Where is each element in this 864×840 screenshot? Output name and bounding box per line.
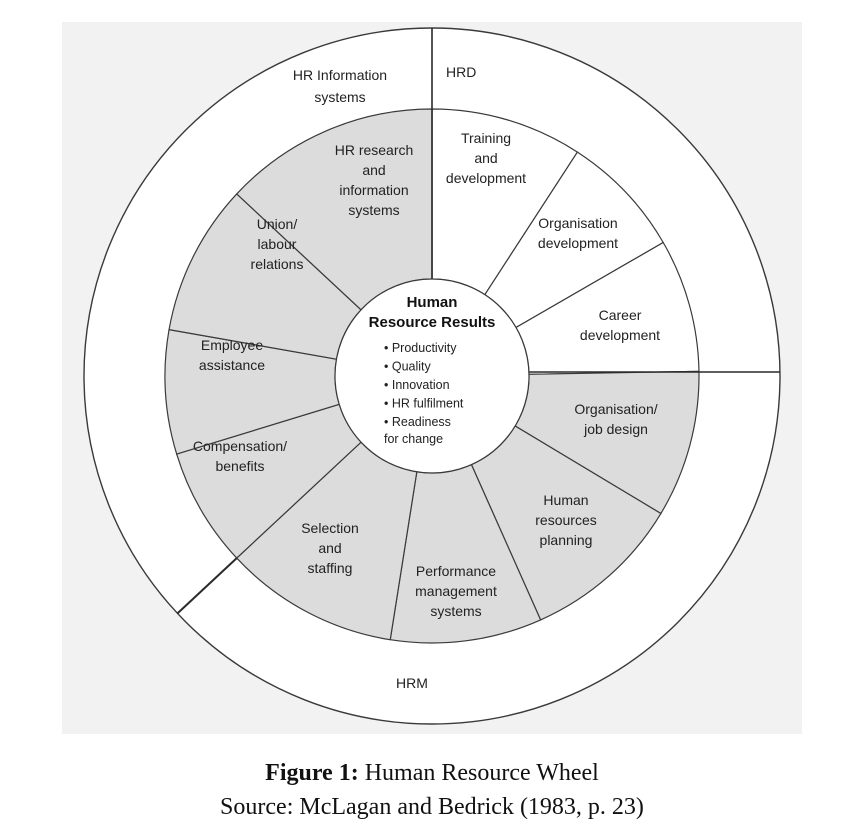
- figure-title: Human Resource Wheel: [358, 760, 599, 786]
- figure-caption: Figure 1: Human Resource Wheel: [0, 760, 864, 787]
- outer-label-hrd: HRD: [446, 64, 476, 80]
- ring-dividers: [176, 28, 780, 615]
- outer-label-hrm: HRM: [396, 675, 428, 691]
- center-bullet-1: • Quality: [384, 360, 432, 374]
- figure-source: Source: McLagan and Bedrick (1983, p. 23…: [220, 794, 644, 820]
- center-bullet-3: • HR fulfilment: [384, 397, 464, 411]
- figure-label: Figure 1:: [265, 760, 359, 786]
- segment-label-7: Compensation/benefits: [193, 438, 287, 474]
- hrm-lower-divider: [176, 557, 238, 615]
- segment-label-3: Organisation/job design: [574, 401, 657, 437]
- wheel-segments: [164, 108, 700, 644]
- center-hub: [334, 278, 530, 474]
- center-bullet-0: • Productivity: [384, 341, 457, 355]
- center-bullet-2: • Innovation: [384, 378, 450, 392]
